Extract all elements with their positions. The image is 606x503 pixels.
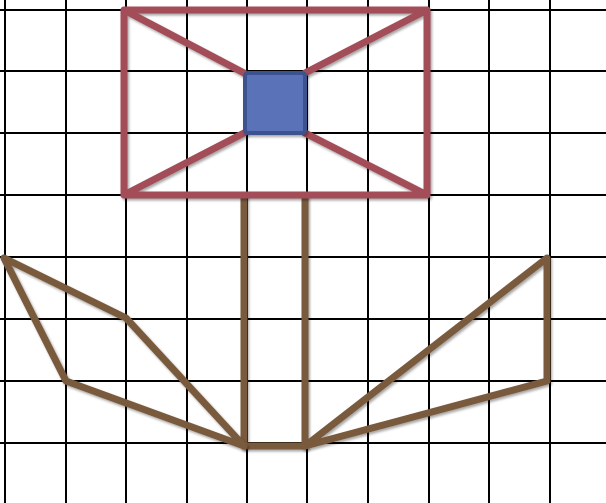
flower-center-square <box>245 73 305 133</box>
